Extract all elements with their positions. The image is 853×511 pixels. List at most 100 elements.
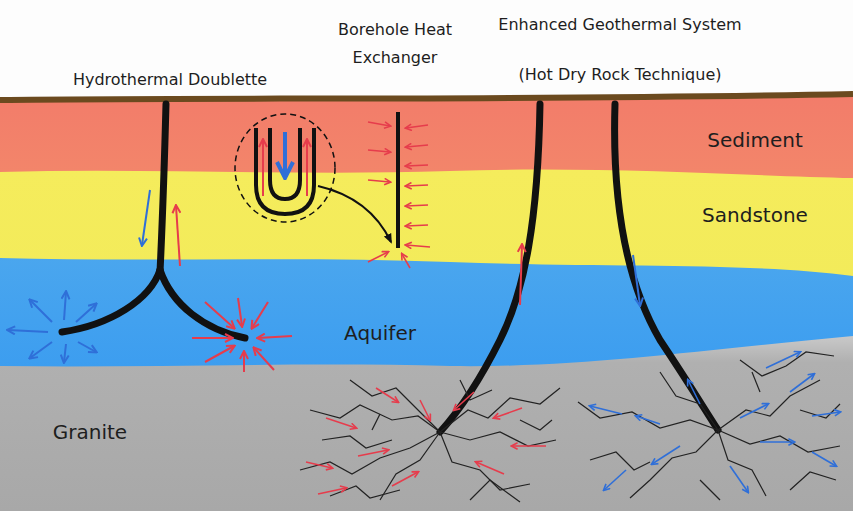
illustration-path: [30, 300, 52, 322]
illustration-path: [590, 452, 650, 470]
illustration-path: [176, 206, 180, 266]
illustration-path: [636, 416, 660, 424]
illustration-path: [306, 462, 332, 468]
illustration-path: [440, 432, 530, 490]
illustration-path: [262, 140, 264, 196]
illustration-path: [700, 480, 720, 500]
illustration-path: [520, 245, 522, 305]
illustration-group: [578, 352, 840, 500]
system-title: Hydrothermal Doublette: [73, 70, 267, 89]
illustration-path: [420, 400, 430, 420]
illustration-path: [160, 104, 166, 272]
illustration-path: [660, 372, 718, 430]
illustration-path: [192, 337, 232, 339]
illustration-path: [205, 302, 234, 328]
illustration-path: [512, 445, 546, 447]
system-title: Borehole Heat Exchanger: [320, 16, 470, 72]
inset-outline: [235, 114, 335, 222]
illustration-path: [368, 252, 388, 262]
illustration-path: [740, 352, 834, 376]
illustration-path: [790, 472, 836, 490]
illustration-group: [306, 388, 546, 494]
illustration-path: [800, 404, 840, 418]
illustration-path: [590, 406, 622, 414]
illustration-path: [326, 418, 356, 428]
illustration-path: [64, 292, 66, 320]
illustration-path: [718, 430, 766, 496]
illustration-path: [406, 205, 428, 206]
illustration-path: [440, 104, 540, 432]
illustration-path: [752, 372, 760, 392]
illustration-path: [812, 412, 840, 416]
illustration-path: [380, 432, 440, 500]
illustration-path: [270, 128, 300, 199]
illustration-path: [254, 348, 274, 370]
illustration-path: [494, 408, 522, 418]
illustration-path: [604, 470, 626, 490]
illustration-path: [406, 125, 428, 128]
illustration-group: [590, 352, 840, 492]
illustration-group: [440, 104, 718, 432]
illustration-path: [372, 414, 380, 430]
illustration-path: [0, 94, 853, 100]
illustration-group: [368, 122, 430, 268]
illustration-path: [402, 254, 410, 268]
illustration-path: [440, 388, 560, 432]
illustration-path: [652, 446, 680, 464]
illustration-path: [8, 330, 48, 332]
illustration-path: [306, 140, 308, 196]
illustration-path: [62, 270, 160, 332]
illustration-path: [440, 432, 556, 446]
illustration-path: [740, 404, 768, 418]
illustration-path: [396, 112, 400, 248]
illustration-path: [0, 336, 853, 511]
illustration-path: [406, 245, 430, 247]
illustration-path: [406, 165, 428, 166]
illustration-path: [310, 405, 440, 432]
illustration-path: [78, 342, 96, 352]
illustration-path: [476, 462, 504, 474]
illustration-path: [330, 486, 400, 498]
layer-name: Sandstone: [702, 203, 808, 227]
layer-name: Sediment: [707, 128, 803, 152]
illustration-path: [460, 380, 492, 400]
illustration-path: [578, 402, 718, 430]
illustration-path: [406, 145, 428, 147]
illustration-path: [256, 128, 314, 214]
layer-name: Aquifer: [344, 321, 416, 345]
illustration-path: [243, 352, 245, 372]
illustration-path: [376, 388, 398, 402]
illustration-path: [615, 104, 718, 430]
illustration-path: [790, 374, 814, 392]
illustration-path: [0, 170, 853, 511]
illustration-path: [520, 420, 552, 430]
illustration-path: [238, 298, 242, 326]
layer-name: Granite: [53, 420, 127, 444]
illustration-path: [368, 180, 390, 182]
illustration-path: [142, 190, 150, 245]
system-title: Enhanced Geothermal System (Hot Dry Rock…: [486, 0, 754, 100]
illustration-path: [730, 466, 748, 492]
illustration-path: [633, 255, 640, 305]
illustration-path: [76, 304, 96, 322]
illustration-path: [718, 430, 840, 452]
illustration-path: [630, 430, 718, 498]
illustration-path: [812, 452, 836, 466]
illustration-path: [252, 302, 268, 328]
illustration-path: [0, 94, 853, 511]
illustration-path: [718, 380, 820, 430]
illustration-path: [368, 122, 390, 126]
illustration-path: [322, 436, 392, 448]
illustration-group: [300, 380, 560, 502]
illustration-path: [160, 270, 245, 338]
illustration-path: [688, 380, 700, 404]
illustration-path: [300, 432, 440, 474]
illustration-group: [256, 128, 314, 214]
illustration-path: [205, 346, 234, 362]
illustration-group: [176, 206, 292, 372]
illustration-path: [406, 225, 428, 226]
illustration-path: [470, 480, 520, 502]
illustration-path: [760, 441, 794, 443]
illustration-path: [406, 185, 428, 186]
